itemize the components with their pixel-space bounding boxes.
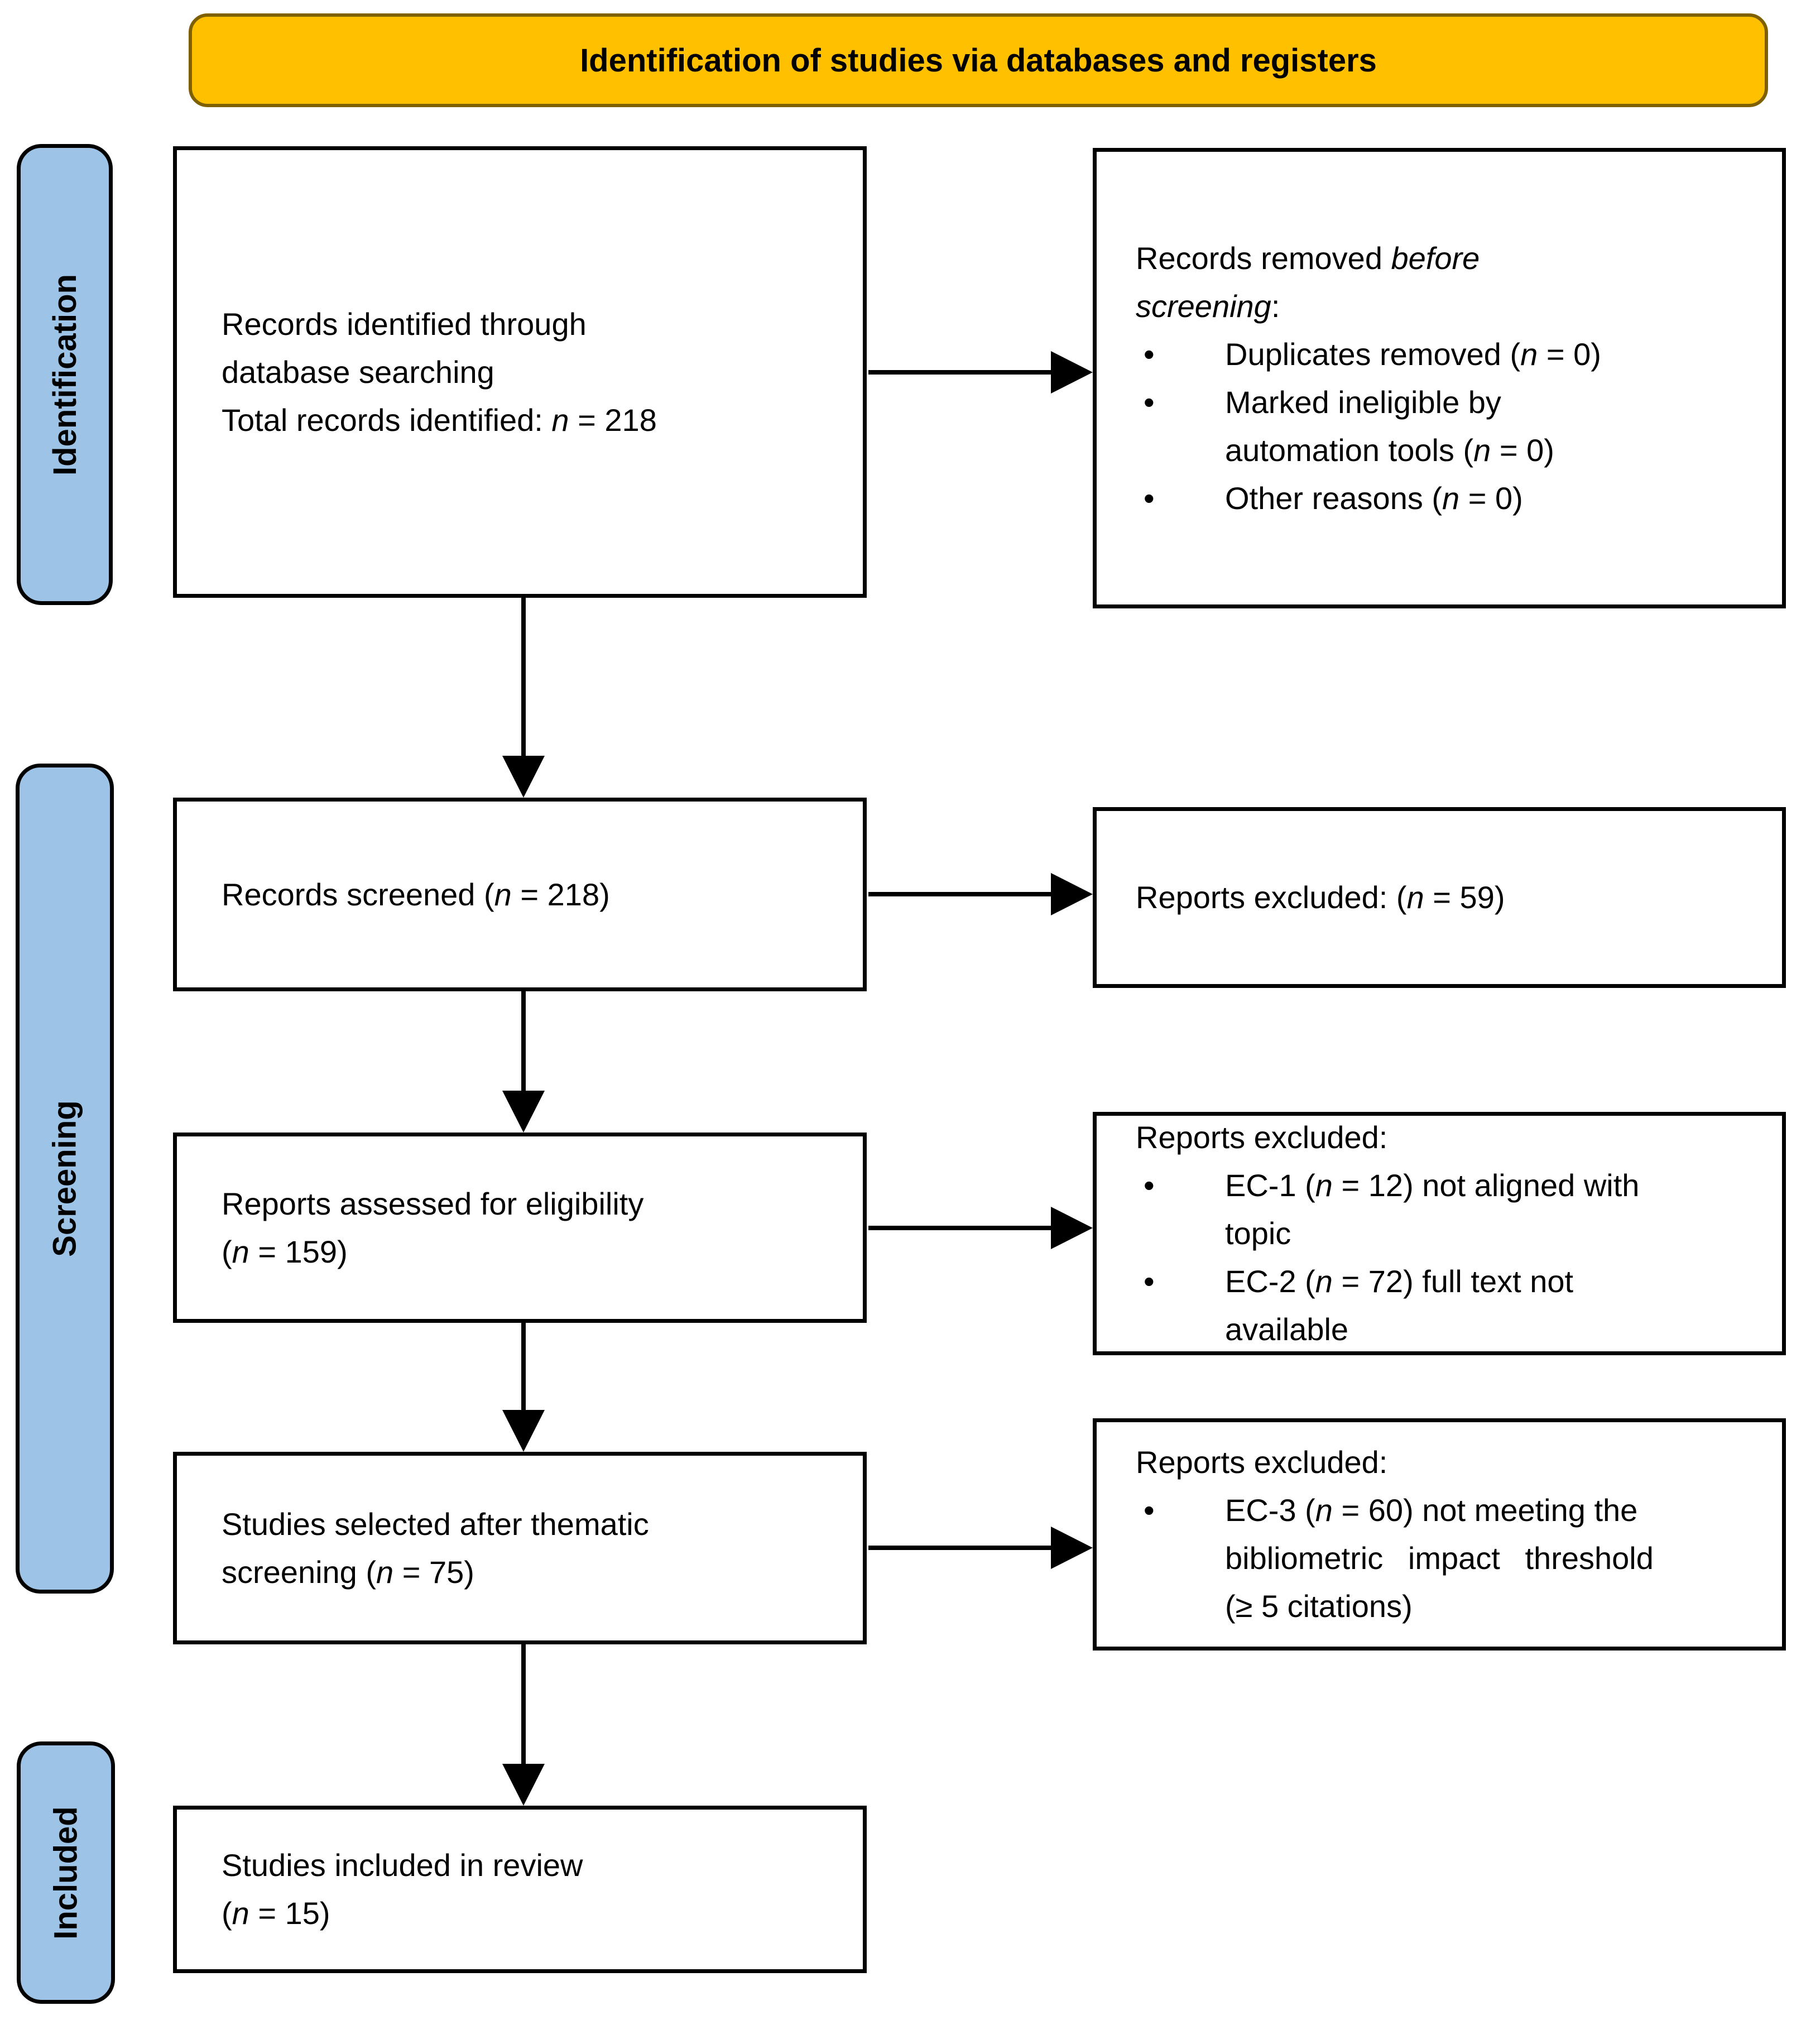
box-reports-excluded-thematic: Reports excluded: •EC-3 (n = 60) not mee… xyxy=(1093,1418,1786,1650)
arrow-down-selected-to-included xyxy=(502,1642,545,1806)
stage-label-included: Included xyxy=(17,1741,115,2004)
banner: Identification of studies via databases … xyxy=(189,13,1768,107)
arrow-right-selected-to-excluded xyxy=(868,1527,1093,1569)
box-reports-excluded-eligibility-heading: Reports excluded: xyxy=(1136,1120,1388,1155)
arrow-right-identified-to-removed xyxy=(868,351,1093,394)
arrow-down-screened-to-assessed xyxy=(502,989,545,1133)
box-studies-included-text: Studies included in review(n = 15) xyxy=(222,1848,583,1931)
box-reports-excluded-screening: Reports excluded: (n = 59) xyxy=(1093,807,1786,988)
banner-title: Identification of studies via databases … xyxy=(580,42,1377,79)
box-reports-excluded-screening-text: Reports excluded: (n = 59) xyxy=(1136,880,1505,915)
box-reports-excluded-eligibility: Reports excluded: •EC-1 (n = 12) not ali… xyxy=(1093,1112,1786,1355)
stage-label-identification-text: Identification xyxy=(46,274,83,476)
box-reports-assessed: Reports assessed for eligibility(n = 159… xyxy=(173,1133,867,1323)
box-reports-excluded-thematic-heading: Reports excluded: xyxy=(1136,1445,1388,1480)
arrow-right-screened-to-excluded xyxy=(868,873,1093,915)
arrow-down-assessed-to-selected xyxy=(502,1321,545,1452)
arrow-right-assessed-to-excluded xyxy=(868,1207,1093,1249)
box-reports-assessed-text: Reports assessed for eligibility(n = 159… xyxy=(222,1186,644,1269)
stage-label-screening-text: Screening xyxy=(46,1100,83,1257)
stage-label-identification: Identification xyxy=(17,144,113,605)
stage-label-screening: Screening xyxy=(16,764,114,1594)
box-records-removed-bullets: •Duplicates removed (n = 0)•Marked ineli… xyxy=(1144,336,1601,516)
stage-label-included-text: Included xyxy=(47,1806,84,1940)
arrow-down-identified-to-screened xyxy=(502,596,545,798)
box-records-screened-text: Records screened (n = 218) xyxy=(222,876,610,912)
box-records-screened: Records screened (n = 218) xyxy=(173,798,867,991)
box-studies-included: Studies included in review(n = 15) xyxy=(173,1806,867,1973)
